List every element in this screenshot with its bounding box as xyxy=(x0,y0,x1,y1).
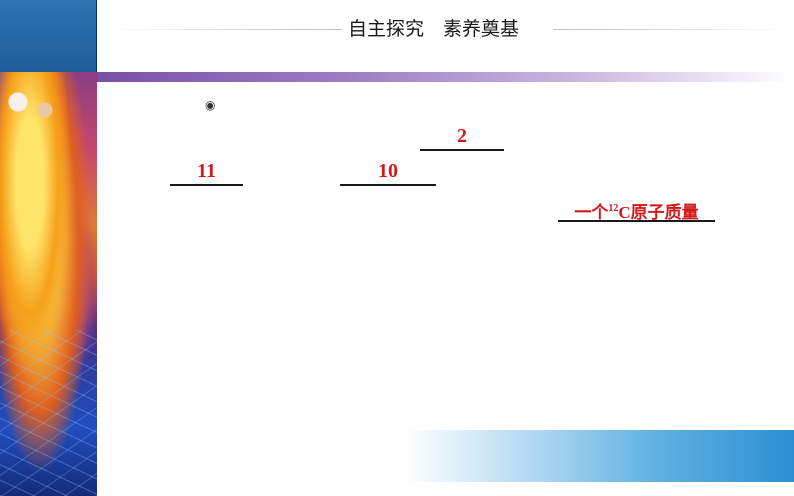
bottom-gradient-bar xyxy=(405,430,794,482)
answer-suffix: C原子质量 xyxy=(618,203,699,222)
answer-blank-10: 10 xyxy=(340,159,436,186)
answer-blank-11: 11 xyxy=(170,159,243,186)
header-divider-right xyxy=(553,29,789,30)
left-decorative-panel xyxy=(0,0,97,496)
header-divider-left xyxy=(106,29,342,30)
answer-blank-2: 2 xyxy=(420,124,504,151)
bullet-icon: ◉ xyxy=(205,98,216,112)
grid-overlay xyxy=(0,330,97,496)
corner-blue-block xyxy=(0,0,97,72)
answer-superscript: 12 xyxy=(608,203,619,214)
chemistry-background-image xyxy=(0,72,97,496)
answer-blank-carbon-12-mass: 一个12C原子质量 xyxy=(558,197,715,222)
section-title: 自主探究 素养奠基 xyxy=(348,18,520,40)
answer-prefix: 一个 xyxy=(574,203,609,222)
header-purple-bar xyxy=(97,72,794,82)
